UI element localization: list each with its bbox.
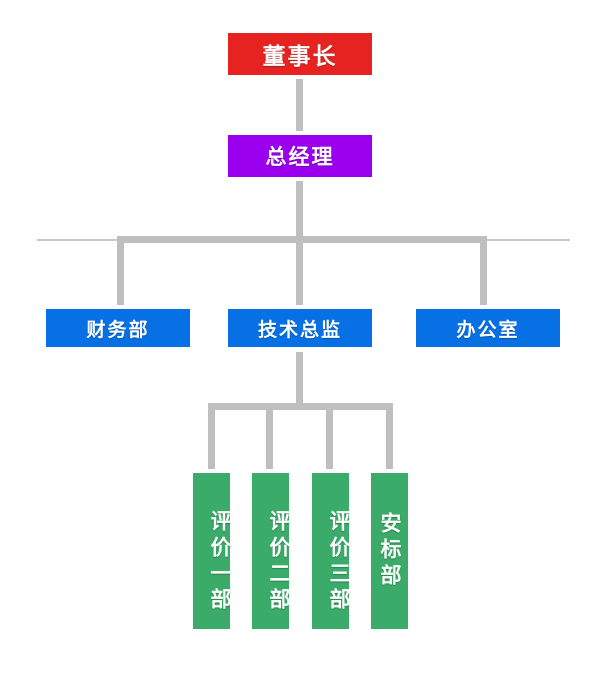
node-chairman-label: 董事长 [262,44,338,70]
node-safety-standard-dept-label: 安标部 [378,512,402,590]
connector-tech-down-stub [296,352,303,405]
node-technical-director[interactable]: 技术总监 [224,305,381,356]
connector-bus-to-office [480,236,487,308]
node-evaluation-dept-2[interactable]: 评价二部 [248,469,298,638]
node-general-manager[interactable]: 总经理 [224,131,381,186]
node-safety-standard-dept[interactable]: 安标部 [367,469,417,638]
node-evaluation-dept-3-label: 评价三部 [327,510,351,614]
connector-chairman-to-gm [296,78,303,134]
node-finance-department-label: 财务部 [86,318,150,341]
branch-rule-left [37,239,121,241]
connector-bus-to-tech [296,236,303,308]
node-finance-department[interactable]: 财务部 [42,305,199,356]
connector-bus-level4 [208,403,393,410]
node-office[interactable]: 办公室 [412,305,569,356]
node-evaluation-dept-1-label: 评价一部 [208,510,232,614]
connector-bus-to-eval1 [208,403,215,470]
node-evaluation-dept-2-label: 评价二部 [267,510,291,614]
node-evaluation-dept-1[interactable]: 评价一部 [189,469,239,638]
connector-bus-to-finance [117,236,124,308]
node-chairman[interactable]: 董事长 [224,29,381,84]
node-office-label: 办公室 [456,318,520,341]
node-evaluation-dept-3[interactable]: 评价三部 [308,469,358,638]
connector-bus-to-safety [386,403,393,470]
connector-gm-down-stub [296,180,303,240]
node-technical-director-label: 技术总监 [257,318,342,341]
node-general-manager-label: 总经理 [265,145,335,169]
connector-bus-to-eval2 [266,403,273,470]
connector-bus-to-eval3 [326,403,333,470]
branch-rule-right [484,239,570,241]
